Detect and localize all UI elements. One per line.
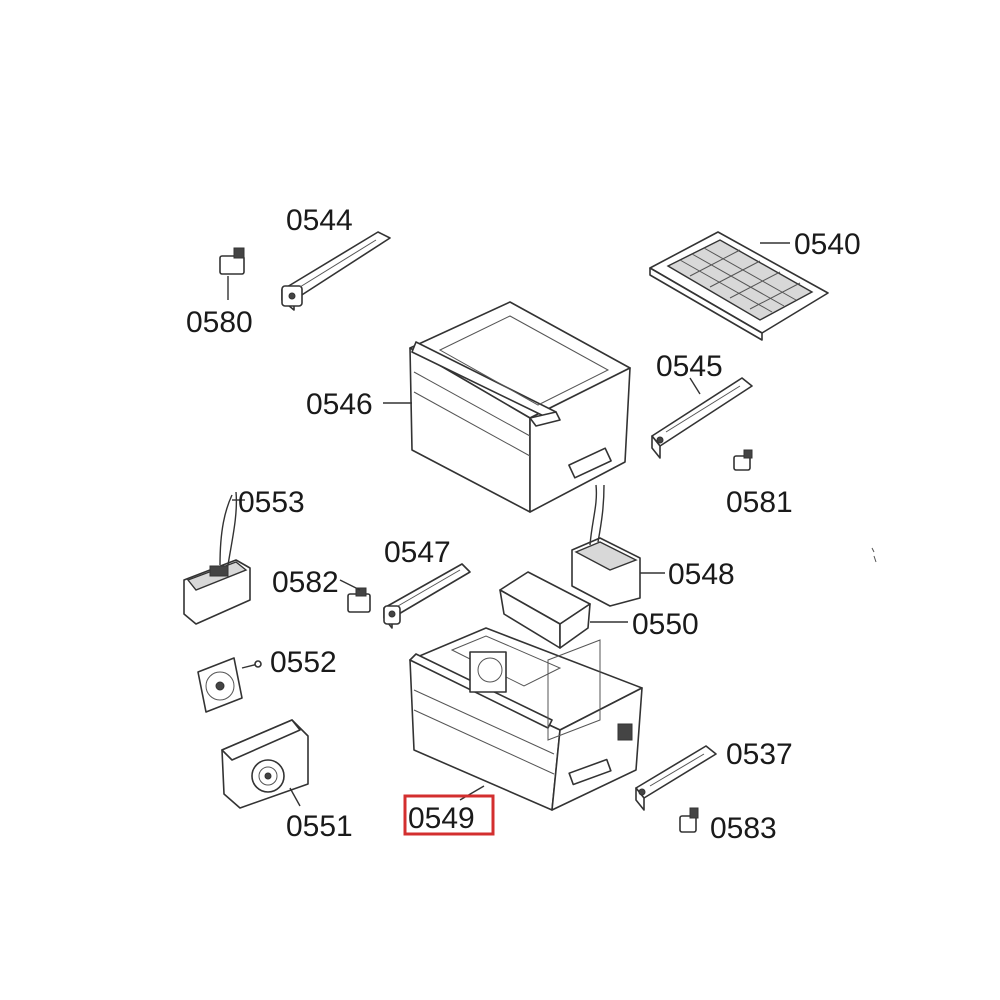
part-0546-upper-drawer[interactable] xyxy=(383,301,631,513)
part-0548-housing[interactable] xyxy=(571,484,665,607)
part-0537-rail[interactable] xyxy=(635,745,717,811)
label-0581[interactable]: 0581 xyxy=(726,486,793,519)
label-0580[interactable]: 0580 xyxy=(186,306,253,339)
part-0549-lower-drawer[interactable] xyxy=(409,627,643,811)
label-0550[interactable]: 0550 xyxy=(632,608,699,641)
part-0580-clip[interactable] xyxy=(219,247,245,300)
label-0546[interactable]: 0546 xyxy=(306,388,373,421)
part-0551-fan-housing[interactable] xyxy=(221,719,309,809)
part-0545-rail[interactable] xyxy=(651,377,753,459)
label-0553[interactable]: 0553 xyxy=(238,486,305,519)
label-0582[interactable]: 0582 xyxy=(272,566,339,599)
label-0537[interactable]: 0537 xyxy=(726,738,793,771)
label-0549[interactable]: 0549 xyxy=(408,802,475,835)
part-0552-fan[interactable] xyxy=(197,657,262,713)
label-0548[interactable]: 0548 xyxy=(668,558,735,591)
highlight-box xyxy=(403,794,495,836)
part-0547-rail[interactable] xyxy=(383,563,471,629)
label-0547[interactable]: 0547 xyxy=(384,536,451,569)
part-0550-container[interactable] xyxy=(499,571,628,649)
label-0540[interactable]: 0540 xyxy=(794,228,861,261)
stray-mark xyxy=(871,547,877,563)
label-0551[interactable]: 0551 xyxy=(286,810,353,843)
part-0544-rail[interactable] xyxy=(281,231,391,311)
part-0583-clip[interactable] xyxy=(679,807,699,833)
part-0540-grille[interactable] xyxy=(649,231,829,341)
label-0583[interactable]: 0583 xyxy=(710,812,777,845)
part-0581-clip[interactable] xyxy=(733,449,753,471)
part-0553-housing[interactable] xyxy=(183,491,251,625)
label-0545[interactable]: 0545 xyxy=(656,350,723,383)
label-0544[interactable]: 0544 xyxy=(286,204,353,237)
part-0582-clip[interactable] xyxy=(339,579,371,613)
label-0552[interactable]: 0552 xyxy=(270,646,337,679)
